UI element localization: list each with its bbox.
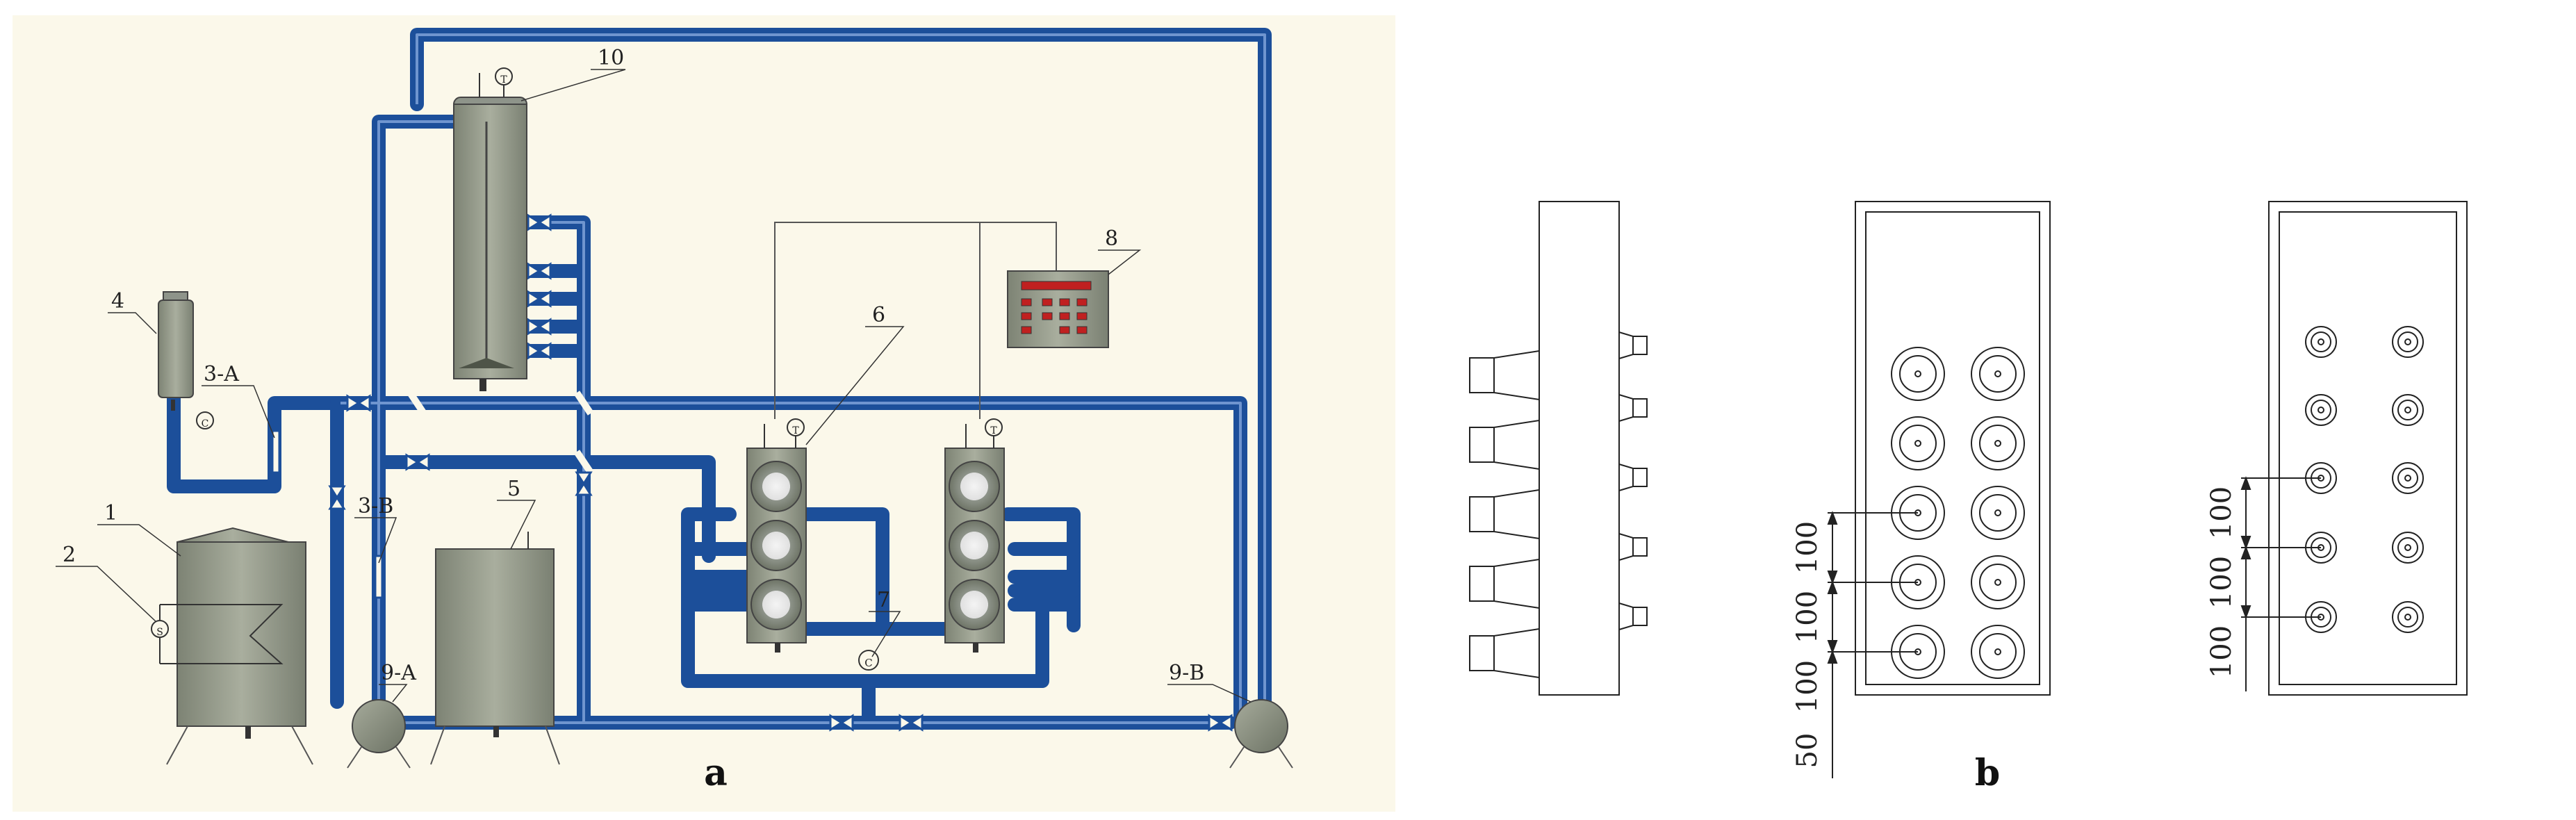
dim-middle-2: 100 bbox=[1791, 591, 1823, 643]
stack6-temp-symbol: T bbox=[792, 425, 799, 436]
pipe-feed-4 bbox=[167, 389, 347, 493]
label-9a: 9-A bbox=[381, 661, 416, 685]
label-8: 8 bbox=[1105, 227, 1118, 251]
panel-b-caption: b bbox=[1975, 752, 2000, 794]
valve-icon bbox=[527, 318, 552, 336]
dim-right-2: 100 bbox=[2206, 556, 2238, 609]
valve-icon bbox=[527, 290, 552, 308]
large-hole bbox=[1971, 486, 2025, 540]
valve-icon bbox=[328, 485, 346, 510]
valve-icon bbox=[899, 714, 924, 732]
label-2: 2 bbox=[63, 543, 76, 567]
column-10 bbox=[453, 67, 527, 391]
pipe-stack6-right bbox=[799, 507, 889, 632]
tank-1 bbox=[166, 527, 313, 765]
large-hole bbox=[1891, 416, 1945, 470]
label-10: 10 bbox=[598, 46, 624, 70]
label-6: 6 bbox=[872, 303, 885, 327]
valve-icon bbox=[1208, 714, 1233, 732]
dim-right-3: 100 bbox=[2206, 625, 2238, 678]
front-view-small bbox=[2240, 201, 2468, 696]
dim-middle-1: 100 bbox=[1791, 521, 1823, 574]
label-3a: 3-A bbox=[204, 362, 239, 386]
valve-icon bbox=[575, 471, 593, 496]
pump-9b bbox=[1229, 699, 1293, 769]
small-holes bbox=[2305, 326, 2424, 633]
left-nozzles bbox=[1469, 350, 1540, 678]
pipe-stack6-left bbox=[681, 507, 1049, 688]
stack-7 bbox=[944, 418, 1005, 653]
small-hole bbox=[2392, 601, 2424, 633]
valve-icon bbox=[405, 453, 430, 471]
dim-middle-3: 100 bbox=[1791, 660, 1823, 713]
label-9b: 9-B bbox=[1169, 661, 1204, 685]
label-4: 4 bbox=[111, 289, 124, 313]
right-nozzles bbox=[1618, 331, 1648, 630]
heater-2 bbox=[151, 604, 284, 664]
dim-middle-4: 50 bbox=[1791, 733, 1823, 769]
small-hole bbox=[2392, 326, 2424, 358]
controller-wiring bbox=[774, 222, 1057, 419]
flowmeter-3b bbox=[374, 555, 384, 599]
label-3b: 3-B bbox=[358, 494, 393, 518]
valve-icon bbox=[527, 262, 552, 280]
valves bbox=[328, 213, 1233, 732]
front-view-large bbox=[1827, 201, 2051, 778]
tank4-conc-symbol: C bbox=[202, 418, 209, 429]
valve-icon bbox=[829, 714, 854, 732]
small-hole bbox=[2305, 394, 2337, 426]
conductivity-sensor-icon bbox=[196, 411, 214, 429]
flowmeter-3a bbox=[271, 429, 281, 474]
side-view bbox=[1469, 201, 1648, 696]
valve-icon bbox=[527, 342, 552, 360]
crossing-gaps bbox=[407, 391, 594, 475]
small-hole bbox=[2305, 326, 2337, 358]
label-5: 5 bbox=[507, 477, 520, 501]
stack-6 bbox=[746, 418, 807, 653]
large-hole bbox=[1971, 555, 2025, 609]
col10-temp-symbol: T bbox=[500, 74, 507, 85]
tank-4 bbox=[158, 291, 214, 429]
label-1: 1 bbox=[104, 501, 117, 525]
controller-8 bbox=[1007, 270, 1109, 348]
label-7: 7 bbox=[877, 588, 890, 612]
valve-icon bbox=[346, 394, 371, 412]
sensor7-conc-symbol: C bbox=[864, 657, 872, 669]
pipe-second-line bbox=[372, 455, 716, 563]
leader-lines bbox=[56, 69, 1252, 703]
valve-icon bbox=[527, 213, 552, 231]
small-hole bbox=[2392, 462, 2424, 494]
dims-right: 100 100 100 bbox=[2206, 486, 2238, 678]
large-hole bbox=[1971, 347, 2025, 401]
dim-right-1: 100 bbox=[2206, 486, 2238, 539]
pump-9a bbox=[347, 699, 411, 769]
large-hole bbox=[1891, 347, 1945, 401]
small-hole bbox=[2392, 394, 2424, 426]
salinity-symbol: S bbox=[156, 627, 163, 638]
panel-a-caption: a bbox=[704, 752, 728, 794]
salinity-sensor-icon bbox=[151, 620, 169, 638]
stack7-temp-symbol: T bbox=[990, 425, 997, 436]
large-hole bbox=[1971, 416, 2025, 470]
small-hole bbox=[2392, 532, 2424, 564]
dims-middle: 100 100 100 50 bbox=[1791, 521, 1823, 769]
panel-b: 100 100 100 50 100 100 100 b bbox=[1404, 167, 2571, 812]
panel-a: S C T bbox=[13, 15, 1395, 812]
large-hole bbox=[1971, 625, 2025, 679]
tank-5 bbox=[430, 532, 560, 765]
